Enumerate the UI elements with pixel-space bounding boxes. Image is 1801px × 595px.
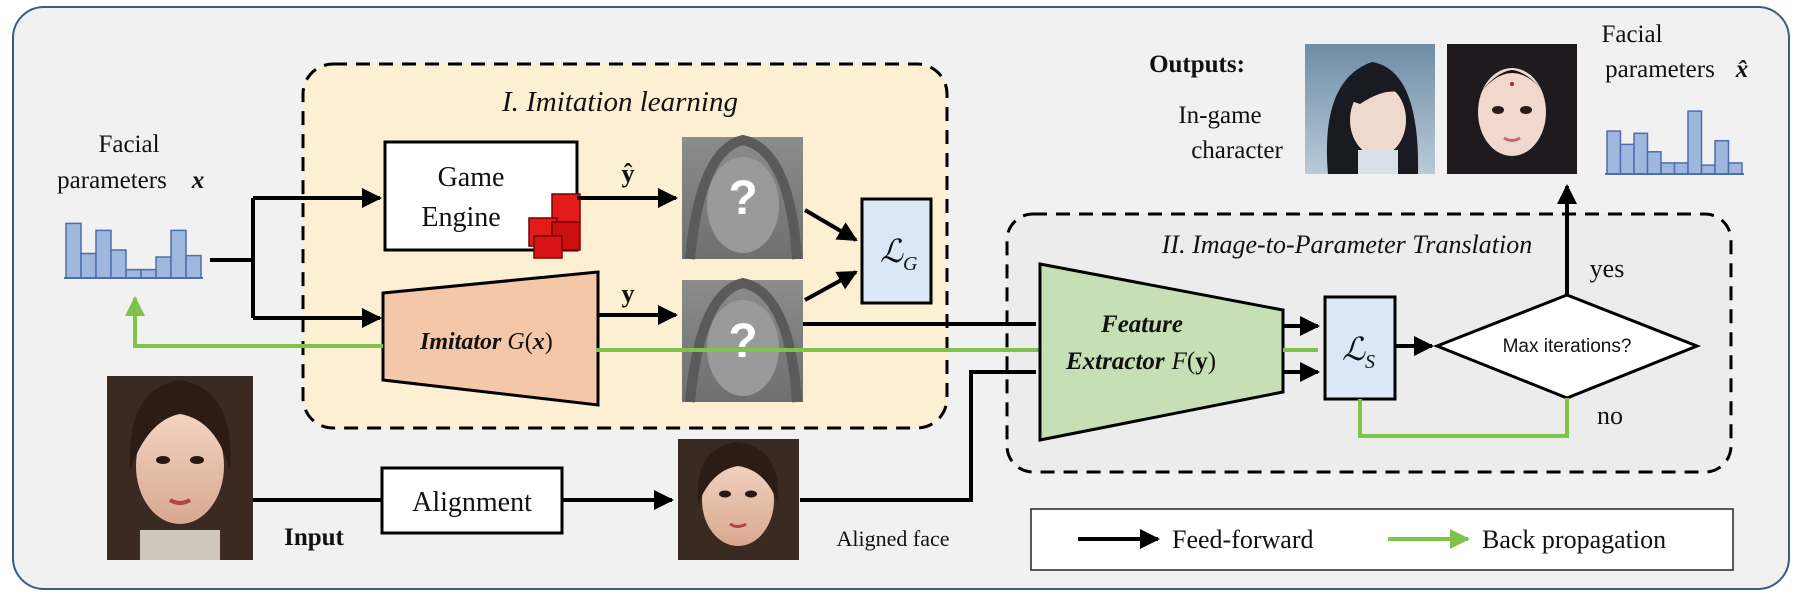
decision-label: Max iterations?: [1503, 336, 1632, 357]
histogram-bar: [1673, 162, 1689, 175]
legend-back-propagation-label: Back propagation: [1482, 525, 1666, 554]
output-params-label-line1: Facial: [1601, 21, 1662, 48]
histogram-bar: [155, 256, 172, 279]
y-label: y: [622, 279, 635, 308]
histogram-bar: [1619, 143, 1635, 175]
red-cubes-icon: [528, 193, 581, 259]
outputs-label-line2: character: [1191, 137, 1283, 164]
input-params-label-line2: parameters: [57, 167, 167, 194]
game-engine-label-line1: Game: [438, 162, 505, 193]
arrow-face-to-lg-top: [803, 208, 858, 242]
histogram-bar: [1606, 130, 1622, 175]
svg-text:?: ?: [728, 172, 757, 225]
histogram-bar: [125, 268, 142, 279]
histogram-bar: [170, 229, 187, 279]
decision-no-label: no: [1597, 401, 1623, 430]
output-params-histogram: [1605, 110, 1744, 175]
feature-extractor-label-line1: Feature: [1100, 311, 1183, 338]
svg-text:?: ?: [728, 315, 757, 368]
imitator-block: [381, 270, 600, 407]
params-fork-lines: [210, 198, 255, 318]
feature-extractor-block: [1038, 262, 1285, 442]
backprop-arrow-to-params: [125, 296, 383, 348]
histogram-bar: [1646, 151, 1662, 175]
rendered-face-engine: ?: [682, 134, 803, 260]
output-character-front-view: [1447, 44, 1577, 174]
histogram-bar: [1660, 162, 1676, 175]
game-engine-label-line2: Engine: [421, 202, 500, 233]
histogram-bar: [140, 268, 157, 279]
backprop-no-loop: [1358, 398, 1569, 438]
y-hat-label: ŷ: [622, 159, 635, 188]
imitation-learning-title: I. Imitation learning: [501, 86, 738, 118]
output-character-side-view: [1305, 44, 1435, 174]
aligned-face-label: Aligned face: [837, 526, 950, 551]
histogram-bar: [95, 229, 112, 279]
input-face-photo: [107, 376, 253, 560]
max-iterations-decision: [1432, 293, 1702, 400]
input-label: Input: [284, 524, 344, 551]
histogram-bar: [1714, 139, 1730, 175]
translation-title: II. Image-to-Parameter Translation: [1161, 230, 1532, 259]
decision-yes-label: yes: [1590, 254, 1625, 283]
histogram-bar: [110, 249, 127, 279]
loss-s-label: ℒS: [1342, 331, 1375, 373]
alignment-label: Alignment: [412, 487, 532, 518]
output-params-label-line2: parameters: [1605, 56, 1715, 83]
output-params-symbol: x̂: [1735, 56, 1749, 83]
arrow-face-to-lg-bottom: [804, 270, 858, 302]
loss-s-box: [1323, 295, 1397, 401]
input-params-label-line1: Facial: [98, 131, 159, 158]
histogram-bar: [1633, 132, 1649, 175]
histogram-bar: [1687, 110, 1703, 175]
histogram-bar: [1700, 164, 1716, 175]
line-aligned-to-extractor: [800, 370, 1036, 502]
outputs-title: Outputs:: [1149, 51, 1245, 78]
histogram-bar: [80, 252, 97, 279]
histogram-bar: [185, 254, 202, 279]
histogram-bar: [65, 222, 82, 279]
loss-g-label: ℒG: [880, 233, 918, 275]
rendered-face-imitator: ?: [682, 277, 803, 403]
input-params-symbol: x: [191, 167, 205, 194]
aligned-face-photo: [678, 439, 799, 560]
histogram-bar: [1727, 162, 1743, 175]
outputs-label-line1: In-game: [1178, 102, 1261, 129]
input-params-histogram: [64, 222, 203, 279]
legend-feed-forward-label: Feed-forward: [1172, 525, 1314, 554]
loss-g-box: [860, 197, 933, 305]
